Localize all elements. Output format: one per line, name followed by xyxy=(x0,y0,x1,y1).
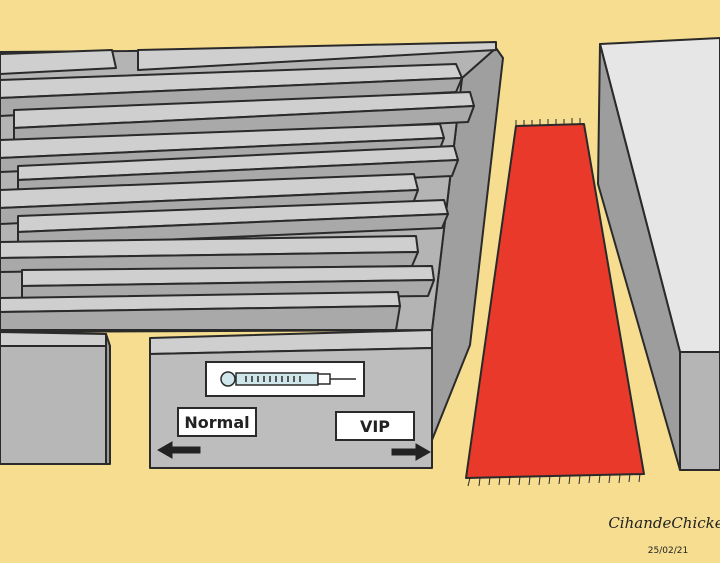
vip-label: VIP xyxy=(360,417,390,436)
vip-sign-board xyxy=(335,411,415,441)
normal-label: Normal xyxy=(184,413,249,432)
maze-block-side xyxy=(105,333,111,465)
maze-block-top xyxy=(0,331,107,347)
syringe-icon xyxy=(220,371,356,387)
maze-wall-side xyxy=(0,305,401,331)
maze xyxy=(0,41,504,469)
normal-sign-board xyxy=(177,407,257,437)
maze-wall xyxy=(137,41,497,71)
arrow-right-icon xyxy=(391,443,432,461)
syringe-sign xyxy=(205,361,365,397)
carpet-fringe-top xyxy=(515,118,581,126)
signature-date: 25/02/21 xyxy=(648,546,688,556)
signature-name: CihandeChickere xyxy=(608,514,720,532)
vip-sign: VIP xyxy=(335,411,432,461)
red-carpet xyxy=(465,118,645,487)
maze-wall xyxy=(0,49,117,75)
arrow-left-icon xyxy=(156,441,201,459)
right-wall-front xyxy=(679,351,720,471)
red-carpet-body xyxy=(465,123,645,479)
carpet-fringe-bottom xyxy=(467,473,641,487)
normal-sign: Normal xyxy=(156,407,257,459)
artist-signature: CihandeChickere 25/02/21 xyxy=(608,514,720,556)
maze-block-front xyxy=(0,345,107,465)
right-wall xyxy=(597,37,720,471)
